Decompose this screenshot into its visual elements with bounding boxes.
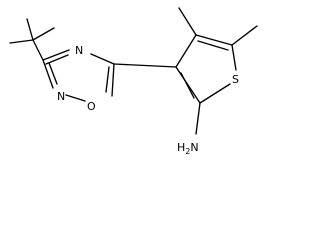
bond-c5-o1-double [105, 66, 110, 93]
bond-tbu-methyl-left [9, 39, 34, 44]
bond-c5-o1 [111, 63, 115, 97]
oxadiazole-ring [42, 49, 115, 102]
bond-c3-n4 [42, 49, 70, 61]
amine-n: N [190, 141, 198, 154]
thiophene-ring [175, 34, 237, 104]
amine-h: H [177, 141, 185, 154]
bond-c5-s [231, 44, 237, 71]
bond-c4-c5-double [197, 40, 229, 51]
bond-tbu-to-ring [32, 39, 44, 61]
bond-tbu-methyl-top [26, 18, 34, 41]
atom-label-o: O [87, 100, 96, 113]
bond-oxadiazole-thiophene [113, 63, 177, 68]
bond-methyl-c5 [231, 25, 258, 46]
bond-s-c2 [199, 83, 231, 104]
bond-c4-c5 [195, 34, 233, 46]
bond-c2-c3-double [180, 72, 195, 99]
bond-o1-n2 [65, 94, 86, 102]
tert-butyl-group [9, 18, 55, 61]
bond-n2-c3-double [48, 62, 58, 85]
molecule-structure: N N O S H2N [9, 7, 258, 155]
bond-tbu-methyl-right [32, 27, 55, 41]
bond-n2-c3 [42, 59, 54, 89]
bond-n4-c5 [90, 53, 115, 65]
bond-c2-amine [195, 102, 201, 135]
bond-methyl-c4 [178, 7, 197, 36]
bond-c3-c4 [175, 34, 197, 68]
atom-label-s: S [232, 73, 239, 86]
atom-label-amine: H2N [177, 141, 199, 155]
atom-label-n-bottom: N [57, 90, 65, 103]
bond-c3-n4-double [45, 54, 69, 65]
atom-label-n-top: N [75, 44, 83, 57]
amine-subscript: 2 [185, 147, 190, 155]
